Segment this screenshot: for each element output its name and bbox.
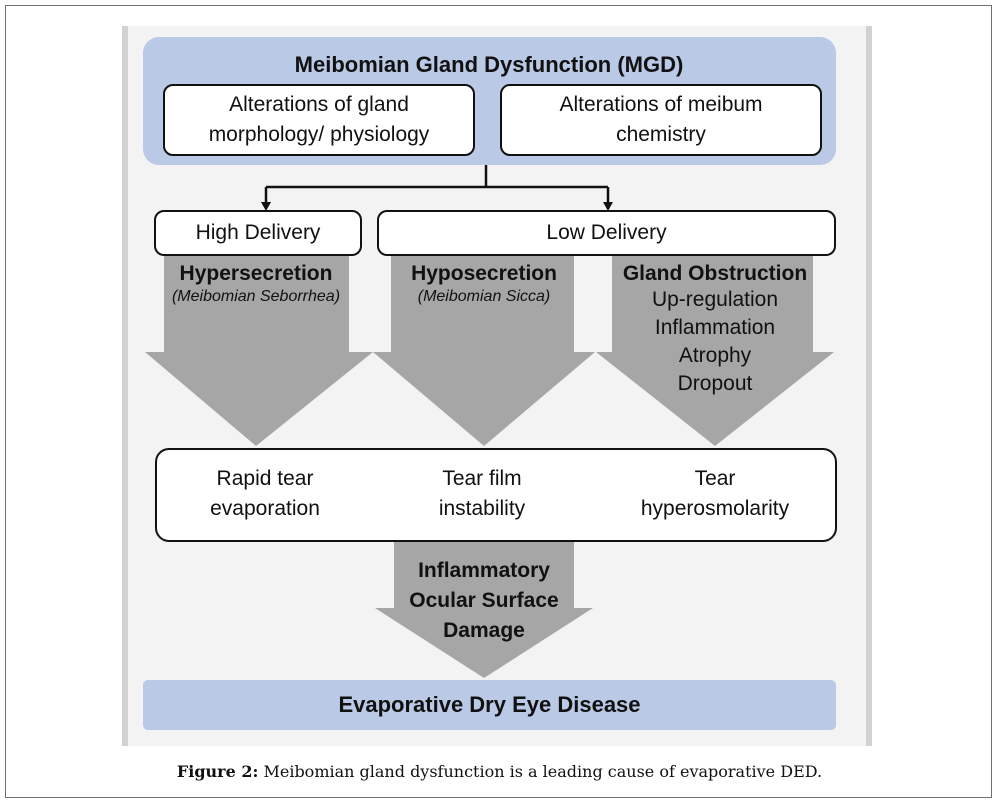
meibum-chemistry-box: Alterations of meibum chemistry (500, 84, 822, 156)
gland-morphology-box: Alterations of gland morphology/ physiol… (163, 84, 475, 156)
branch-arrowhead-left (261, 202, 271, 211)
mgd-title: Meibomian Gland Dysfunction (MGD) (294, 52, 684, 77)
hyperosmolarity-line-2: hyperosmolarity (640, 497, 790, 520)
branch-arrowhead-right (603, 202, 613, 211)
damage-line-2: Ocular Surface (409, 589, 559, 612)
obstruction-line-dropout: Dropout (677, 372, 753, 395)
obstruction-line-atrophy: Atrophy (678, 344, 752, 367)
hypersecretion-text: Hypersecretion (Meibomian Seborrhea) (160, 262, 352, 306)
hyposecretion-heading: Hyposecretion (411, 262, 557, 285)
obstruction-heading: Gland Obstruction (622, 262, 808, 285)
high-delivery-box: High Delivery (154, 210, 362, 256)
film-instability-line-1: Tear film (442, 467, 522, 490)
hypersecretion-arrow (145, 256, 373, 446)
figure-caption: Figure 2: Meibomian gland dysfunction is… (0, 762, 999, 781)
branch-connector (264, 165, 610, 203)
hyposecretion-text: Hyposecretion (Meibomian Sicca) (386, 262, 582, 306)
obstruction-text: Gland Obstruction Up-regulation Inflamma… (610, 262, 820, 398)
damage-line-1: Inflammatory (418, 559, 550, 582)
panel-right-edge (866, 26, 872, 746)
damage-line-3: Damage (443, 619, 525, 642)
damage-text: Inflammatory Ocular Surface Damage (396, 556, 572, 646)
hypersecretion-subtitle: (Meibomian Seborrhea) (171, 288, 341, 305)
obstruction-line-upregulation: Up-regulation (651, 288, 779, 311)
rapid-evaporation-line-2: evaporation (210, 497, 320, 520)
tear-effects-box (155, 448, 837, 542)
rapid-evaporation-text: Rapid tear evaporation (175, 464, 355, 524)
disease-label: Evaporative Dry Eye Disease (338, 692, 641, 717)
hyperosmolarity-text: Tear hyperosmolarity (620, 464, 810, 524)
hypersecretion-heading: Hypersecretion (179, 262, 333, 285)
low-delivery-label: Low Delivery (546, 221, 667, 244)
caption-label: Figure 2: (176, 762, 259, 781)
hyposecretion-arrow (373, 256, 595, 446)
high-delivery-label: High Delivery (195, 221, 321, 244)
low-delivery-box: Low Delivery (377, 210, 836, 256)
meibum-chemistry-line-2: chemistry (616, 123, 706, 146)
disease-bar: Evaporative Dry Eye Disease (143, 680, 836, 730)
damage-arrow (375, 540, 593, 678)
obstruction-line-inflammation: Inflammation (654, 316, 776, 339)
gland-morphology-line-1: Alterations of gland (229, 93, 409, 116)
gland-morphology-line-2: morphology/ physiology (208, 123, 430, 146)
panel-left-edge (122, 26, 128, 746)
rapid-evaporation-line-1: Rapid tear (216, 467, 314, 490)
film-instability-text: Tear film instability (392, 464, 572, 524)
hyperosmolarity-line-1: Tear (694, 467, 736, 490)
hyposecretion-subtitle: (Meibomian Sicca) (417, 288, 551, 305)
caption-text: Meibomian gland dysfunction is a leading… (263, 762, 823, 781)
obstruction-arrow (596, 256, 834, 446)
film-instability-line-2: instability (438, 497, 526, 520)
meibum-chemistry-line-1: Alterations of meibum (559, 93, 763, 116)
